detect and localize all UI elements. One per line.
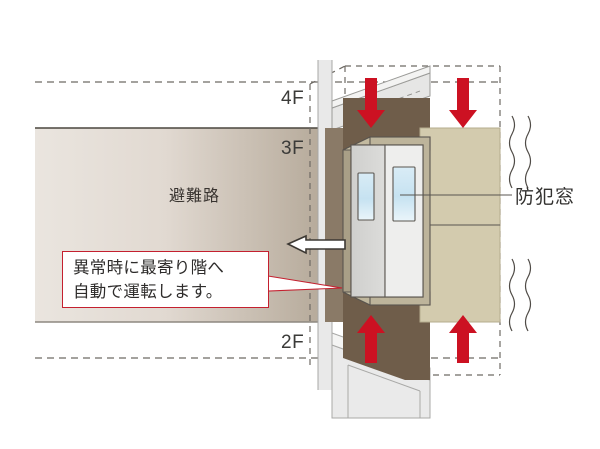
down-arrow-right — [449, 78, 477, 128]
floor-label-2f: 2F — [281, 332, 305, 353]
callout-line-1: 異常時に最寄り階へ — [73, 258, 225, 277]
emergency-operation-callout: 異常時に最寄り階へ 自動で運転します。 — [62, 251, 269, 308]
up-arrow-right — [449, 315, 477, 363]
floor-label-3f: 3F — [281, 138, 305, 159]
evacuation-direction-arrow — [286, 234, 346, 255]
vibration-mark-upper — [508, 115, 532, 189]
security-window-panel — [419, 127, 501, 323]
callout-line-2: 自動で運転します。 — [73, 282, 223, 301]
down-arrow-left — [357, 78, 385, 128]
evacuation-route-label: 避難路 — [169, 188, 221, 205]
door-window-left — [357, 172, 375, 221]
up-arrow-left — [357, 315, 385, 363]
elevator-car — [342, 136, 431, 306]
security-window-label: 防犯窓 — [515, 187, 576, 208]
floor-label-4f: 4F — [281, 88, 305, 109]
vibration-mark-lower — [508, 258, 532, 332]
door-window-right — [392, 166, 416, 222]
